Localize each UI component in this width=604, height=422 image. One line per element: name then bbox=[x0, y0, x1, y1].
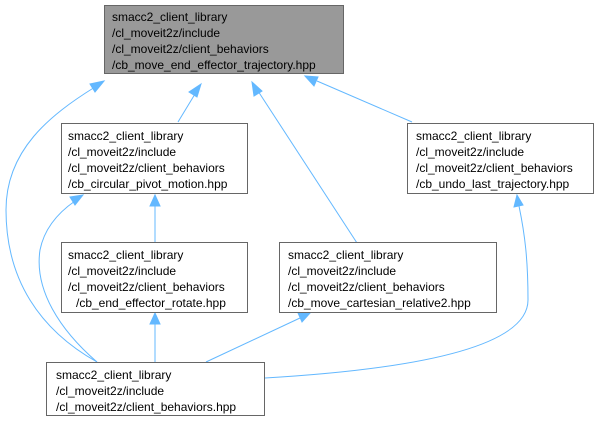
node-cb-end-effector-rotate[interactable]: smacc2_client_library /cl_moveit2z/inclu… bbox=[61, 242, 248, 313]
node-line: /cl_moveit2z/include bbox=[68, 264, 176, 278]
node-line: /cb_end_effector_rotate.hpp bbox=[76, 296, 226, 310]
node-line: smacc2_client_library bbox=[68, 129, 183, 143]
edge-behaviors-to-undo bbox=[264, 193, 529, 379]
node-line: /cb_undo_last_trajectory.hpp bbox=[416, 177, 570, 191]
node-line: /cl_moveit2z/client_behaviors bbox=[416, 161, 573, 175]
node-line: /cb_move_cartesian_relative2.hpp bbox=[288, 296, 471, 310]
node-line: /cl_moveit2z/include bbox=[288, 264, 396, 278]
edge-undo-to-root bbox=[303, 75, 413, 123]
node-cb-circular-pivot-motion[interactable]: smacc2_client_library /cl_moveit2z/inclu… bbox=[61, 123, 248, 194]
node-cb-move-end-effector-trajectory[interactable]: smacc2_client_library /cl_moveit2z/inclu… bbox=[104, 5, 344, 74]
node-line: /cl_moveit2z/include bbox=[416, 145, 524, 159]
node-line: /cl_moveit2z/client_behaviors bbox=[112, 42, 269, 56]
edge-cartesian-to-root bbox=[251, 80, 358, 244]
node-line: /cl_moveit2z/client_behaviors bbox=[288, 280, 445, 294]
edge-circular-to-root bbox=[177, 82, 202, 123]
node-line: smacc2_client_library bbox=[56, 368, 171, 382]
node-line: /cb_circular_pivot_motion.hpp bbox=[68, 177, 228, 191]
edge-behaviors-to-rotate bbox=[149, 311, 161, 362]
node-line: /cl_moveit2z/client_behaviors bbox=[68, 161, 225, 175]
node-line: smacc2_client_library bbox=[112, 10, 227, 24]
node-line: /cl_moveit2z/include bbox=[56, 384, 164, 398]
node-line: /cl_moveit2z/include bbox=[68, 145, 176, 159]
node-cb-move-cartesian-relative2[interactable]: smacc2_client_library /cl_moveit2z/inclu… bbox=[279, 242, 497, 313]
edge-rotate-to-circular bbox=[149, 193, 161, 243]
node-line: /cl_moveit2z/include bbox=[112, 26, 220, 40]
node-client-behaviors-hpp[interactable]: smacc2_client_library /cl_moveit2z/inclu… bbox=[46, 362, 265, 416]
node-line: /cl_moveit2z/client_behaviors bbox=[68, 280, 225, 294]
edge-behaviors-to-cartesian bbox=[205, 311, 313, 363]
edge-behaviors-to-root bbox=[5, 80, 106, 363]
node-line: /cb_move_end_effector_trajectory.hpp bbox=[112, 58, 316, 72]
node-line: smacc2_client_library bbox=[416, 129, 531, 143]
node-cb-undo-last-trajectory[interactable]: smacc2_client_library /cl_moveit2z/inclu… bbox=[407, 123, 594, 194]
node-line: smacc2_client_library bbox=[68, 248, 183, 262]
edge-behaviors-to-circular bbox=[38, 194, 98, 363]
node-line: smacc2_client_library bbox=[288, 248, 403, 262]
node-line: /cl_moveit2z/client_behaviors.hpp bbox=[56, 400, 236, 414]
